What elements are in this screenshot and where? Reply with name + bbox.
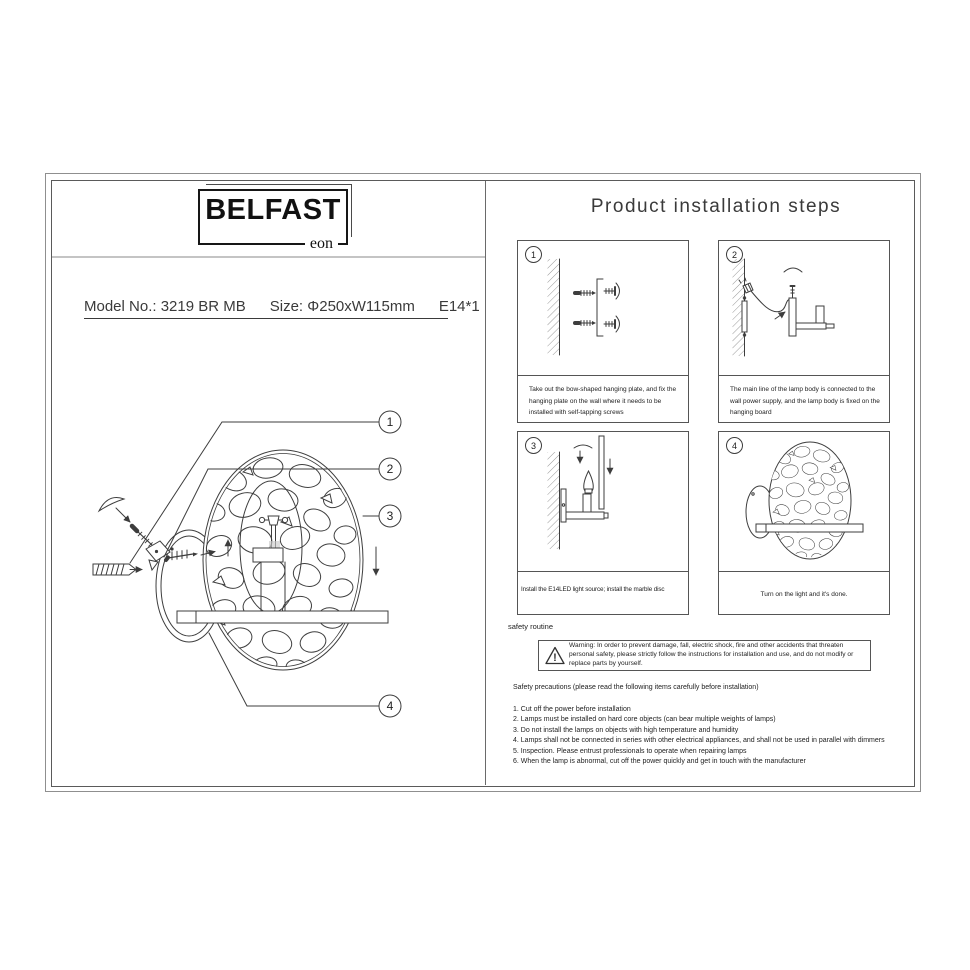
brand-logo: BELFAST eon [198,189,348,253]
wall-plate [560,488,567,523]
step-number-badge: 1 [525,246,542,263]
turn-arrow [783,267,803,273]
svg-text:!: ! [553,652,557,664]
arm-bar [176,610,389,624]
socket-cup [582,493,592,513]
warning-box: ! Warning: In order to prevent damage, f… [538,640,871,671]
marble-disc-edge [598,435,605,510]
logo-frame-accent-top [206,184,352,185]
step-number-badge: 4 [726,437,743,454]
callout-leaders [129,421,381,707]
safety-precautions-label: Safety precautions (please read the foll… [513,684,759,691]
warning-triangle-icon: ! [545,646,565,665]
socket-assembly [239,480,303,614]
steps-title: Product installation steps [590,196,842,217]
step-caption: Turn on the light and it's done. [719,571,889,614]
model-number: Model No.: 3219 BR MB [84,298,246,315]
step-4-illustration [745,441,864,571]
step-box-2: 2 The main line of the lamp body is conn… [718,240,890,423]
arm-bar [755,523,864,533]
exploded-view-diagram: 1 2 3 4 [92,410,402,718]
step-3-illustration [547,435,614,550]
safety-item: 2. Lamps must be installed on hard core … [513,716,776,724]
safety-item: 1. Cut off the power before installation [513,706,631,713]
callout-4-label: 4 [387,699,394,713]
callout-3: 3 [378,504,402,528]
step-number-badge: 3 [525,437,542,454]
bow-screw-icon [603,282,620,300]
size-spec: Size: Φ250xW115mm [269,298,415,315]
lamp-spec: E14*1 [438,298,480,315]
arm-bar [795,322,827,330]
callout-2-label: 2 [387,462,394,476]
step-box-1: 1 Take out the bow-shaped hanging plate,… [517,240,689,423]
warning-text: Warning: In order to prevent damage, fal… [569,642,854,667]
wire-connector-icon [738,277,754,294]
brand-name: BELFAST [205,194,341,226]
mounting-hardware [92,497,232,576]
arm-bar [565,511,605,520]
safety-item: 5. Inspection. Please entrust profession… [513,747,747,755]
panel-divider [485,181,486,785]
bow-screw-icon [603,315,620,333]
wall-plate [741,300,748,333]
callout-4: 4 [378,694,402,718]
safety-item: 4. Lamps shall not be connected in serie… [513,737,885,745]
power-wire [750,290,792,313]
callout-1-label: 1 [387,415,394,429]
screw-icon [573,290,596,296]
safety-precautions-list: 1. Cut off the power before installation… [513,706,908,768]
header-divider [52,256,485,258]
step-2-illustration [732,258,835,357]
callout-1: 1 [378,410,402,434]
hanging-plate [596,278,604,337]
step-caption: Install the E14LED light source; install… [518,571,688,614]
safety-item: 6. When the lamp is abnormal, cut off th… [513,757,806,765]
socket-cup [815,305,825,324]
safety-routine-label: safety routine [508,622,554,631]
step-1-illustration [547,258,620,356]
screw-icon [573,320,596,326]
product-spec-line: Model No.: 3219 BR MB Size: Φ250xW115mm … [84,298,480,319]
step-box-3: 3 Install the E14LED light source; insta… [517,431,689,615]
step-number-badge: 2 [726,246,743,263]
step-box-4: 4 Turn on the light and it's done. [718,431,890,615]
safety-item: 3. Do not install the lamps on objects w… [513,726,739,734]
turn-arrow [573,444,593,449]
logo-frame-accent-right [351,184,352,237]
step-caption: Take out the bow-shaped hanging plate, a… [518,375,688,422]
page-inner-border [51,180,915,787]
callout-2: 2 [378,457,402,481]
callout-3-label: 3 [387,509,394,523]
lamp-body [788,297,797,337]
step-caption: The main line of the lamp body is connec… [719,375,889,422]
page-outer-border [45,173,921,792]
brand-subname: eon [304,235,338,253]
